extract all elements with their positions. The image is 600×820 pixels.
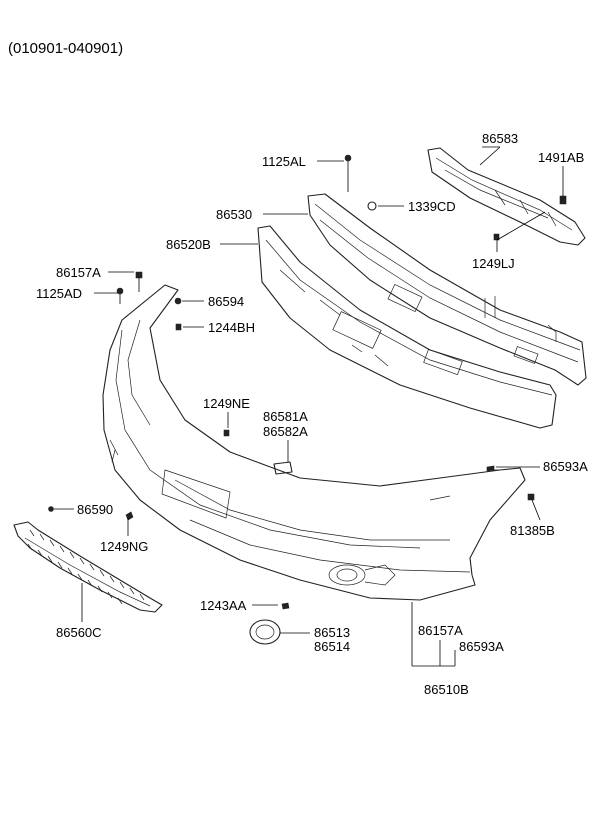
label-1125AD: 1125AD bbox=[36, 286, 82, 301]
energy-absorber-drawing bbox=[257, 225, 557, 429]
label-1339CD: 1339CD bbox=[408, 199, 456, 214]
fog-cover-drawing bbox=[249, 619, 281, 645]
screw-icon bbox=[125, 511, 134, 521]
bolt-icon bbox=[135, 271, 143, 292]
label-86560C: 86560C bbox=[56, 625, 102, 640]
label-1491AB: 1491AB bbox=[538, 150, 584, 165]
label-1244BH: 1244BH bbox=[208, 320, 255, 335]
label-86582A: 86582A bbox=[263, 424, 308, 439]
bolt-icon bbox=[344, 154, 352, 192]
grille-drawing bbox=[13, 521, 163, 613]
label-86514: 86514 bbox=[314, 639, 350, 654]
screw-icon bbox=[223, 429, 230, 437]
label-86530: 86530 bbox=[216, 207, 252, 222]
screw-icon bbox=[48, 506, 54, 512]
label-86590: 86590 bbox=[77, 502, 113, 517]
screw-icon bbox=[174, 297, 182, 305]
screw-icon bbox=[281, 602, 290, 610]
label-86593A-bottom: 86593A bbox=[459, 639, 504, 654]
bumper-cover-drawing bbox=[102, 284, 526, 601]
label-1125AL: 1125AL bbox=[262, 154, 306, 169]
absorber-bracket-drawing bbox=[427, 147, 586, 246]
date-range-header: (010901-040901) bbox=[8, 40, 123, 57]
label-81385B: 81385B bbox=[510, 523, 555, 538]
clip-icon bbox=[559, 195, 567, 205]
label-86581A: 86581A bbox=[263, 409, 308, 424]
label-86157A-top: 86157A bbox=[56, 265, 101, 280]
label-1249NE: 1249NE bbox=[203, 396, 250, 411]
label-86594: 86594 bbox=[208, 294, 244, 309]
nut-icon bbox=[367, 201, 377, 211]
leader-lines bbox=[54, 146, 564, 667]
label-1249NG: 1249NG bbox=[100, 539, 148, 554]
bumper-beam-drawing bbox=[307, 193, 587, 386]
clip-icon bbox=[486, 465, 495, 472]
screw-icon bbox=[493, 233, 500, 241]
label-86510B: 86510B bbox=[424, 682, 469, 697]
clip-icon bbox=[273, 461, 293, 475]
screw-icon bbox=[175, 323, 182, 331]
label-86513: 86513 bbox=[314, 625, 350, 640]
bolt-icon bbox=[116, 287, 124, 304]
label-86520B: 86520B bbox=[166, 237, 211, 252]
label-86593A-right: 86593A bbox=[543, 459, 588, 474]
screw-icon bbox=[527, 493, 535, 501]
label-1243AA: 1243AA bbox=[200, 598, 247, 613]
label-86157A-bottom: 86157A bbox=[418, 623, 463, 638]
label-86583: 86583 bbox=[482, 131, 518, 146]
label-1249LJ: 1249LJ bbox=[472, 256, 515, 271]
